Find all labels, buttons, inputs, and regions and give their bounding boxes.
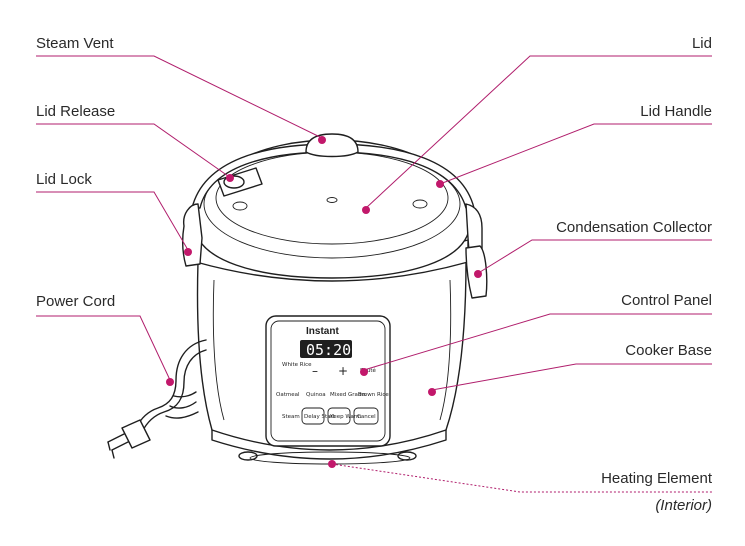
dot-control-panel [360,368,368,376]
dot-lid-release [226,174,234,182]
minus-button: – [312,364,318,378]
lid-lock-shape [181,203,203,267]
label-steam-vent: Steam Vent [36,35,114,52]
dot-condensation-collector [474,270,482,278]
dot-steam-vent [318,136,326,144]
btn-saute: Sauté [360,367,377,374]
label-heating-element: Heating Element [601,470,713,487]
btn-delay-start: Delay Start [304,414,336,420]
dot-heating-element [328,460,336,468]
leader-lines [36,55,712,493]
power-cord-shape [107,339,207,459]
dot-lid-lock [184,248,192,256]
rice-cooker-illustration: Instant 05:20 White Rice – + Sauté Oatme… [107,133,488,465]
label-lid-release: Lid Release [36,103,115,120]
label-cooker-base: Cooker Base [625,342,712,359]
label-lid-lock: Lid Lock [36,171,92,188]
label-lid: Lid [692,35,712,52]
label-power-cord: Power Cord [36,293,115,310]
callout-dots [166,136,482,468]
btn-steam: Steam [282,414,300,420]
btn-white-rice: White Rice [282,362,312,368]
panel-display-text: 05:20 [306,341,351,359]
panel-display-screen [300,340,352,358]
label-control-panel: Control Panel [621,292,712,309]
plus-button: + [338,364,348,378]
callout-labels: Steam Vent Lid Release Lid Lock Power Co… [36,35,713,514]
btn-oatmeal: Oatmeal [276,392,300,398]
btn-brown-rice: Brown Rice [358,392,389,398]
label-condensation-collector: Condensation Collector [556,219,712,236]
dot-lid [362,206,370,214]
dot-cooker-base [428,388,436,396]
panel-brand: Instant [306,326,339,337]
btn-quinoa: Quinoa [306,392,326,398]
btn-keep-warm: Keep Warm [330,414,361,420]
label-lid-handle: Lid Handle [640,103,712,120]
steam-vent-shape [305,133,359,158]
control-panel-shape: Instant 05:20 White Rice – + Sauté Oatme… [265,315,391,447]
btn-mixed-grains: Mixed Grains [330,392,366,398]
label-heating-element-note: (Interior) [655,497,712,514]
lid-release-shape [217,167,263,197]
btn-cancel: Cancel [357,414,376,420]
dot-lid-handle [436,180,444,188]
dot-power-cord [166,378,174,386]
